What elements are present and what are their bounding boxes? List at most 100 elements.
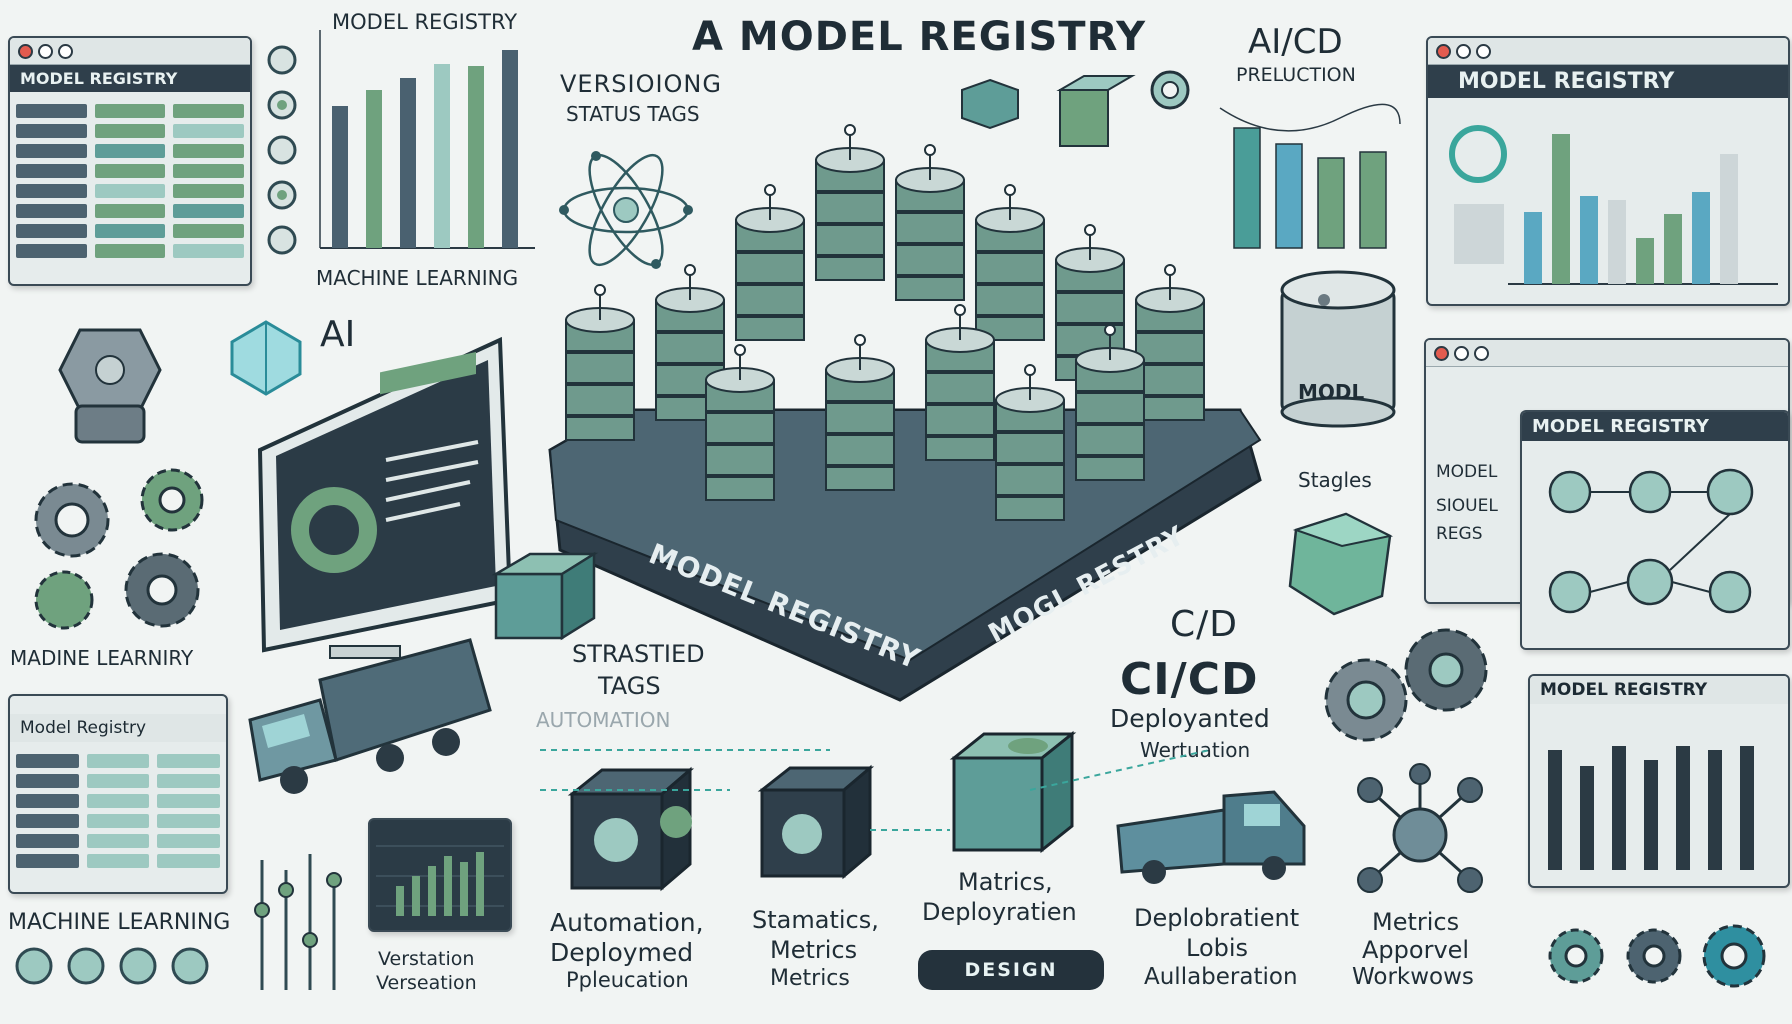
- col1-line1: Automation,: [550, 908, 704, 937]
- monitor-display: [257, 336, 513, 659]
- ai-label: AI: [320, 314, 356, 355]
- bar: [1580, 766, 1594, 870]
- table-row[interactable]: [16, 204, 245, 218]
- table-row[interactable]: [16, 774, 221, 788]
- bar: [1636, 238, 1654, 284]
- bar: [1676, 746, 1690, 870]
- hex-icons-top: [961, 70, 1190, 147]
- bar: [1548, 750, 1562, 870]
- bar: [1608, 200, 1626, 284]
- window-title: MODEL REGISTRY: [1428, 65, 1788, 98]
- small-chart: [376, 845, 504, 916]
- bar: [1720, 154, 1738, 284]
- version-sliders: [254, 854, 342, 990]
- table-row[interactable]: [16, 184, 245, 198]
- window-bar-chart: [1449, 125, 1778, 285]
- aicd-bar-chart: [1219, 103, 1401, 249]
- bar: [1552, 134, 1570, 284]
- window-controls[interactable]: [1436, 44, 1496, 63]
- model-cylinder: [565, 284, 635, 441]
- bar: [366, 90, 382, 248]
- bar: [1612, 746, 1626, 870]
- col2-line1: Stamatics,: [752, 906, 879, 934]
- bar: [1275, 143, 1303, 249]
- top-right-registry-window: MODEL REGISTRY: [1426, 36, 1790, 306]
- versation-label-1: Verstation: [378, 948, 475, 970]
- table-row[interactable]: [16, 754, 221, 768]
- cicd-small-label: C/D: [1170, 604, 1238, 645]
- table-row[interactable]: [16, 164, 245, 178]
- bar: [1580, 196, 1598, 284]
- col4-line2: Lobis: [1186, 934, 1249, 962]
- wertuation-label: Wertuation: [1140, 738, 1251, 762]
- bar: [502, 50, 518, 248]
- side-label-siouel: SIOUEL: [1436, 496, 1498, 516]
- table-row[interactable]: [16, 224, 245, 238]
- bottom-left-registry-window: Model Registry: [8, 694, 228, 894]
- col2-line2: Metrics: [770, 936, 858, 964]
- page-title: A MODEL REGISTRY: [692, 14, 1147, 60]
- delivery-truck-icon: [248, 638, 492, 794]
- ai-robot-icon: [58, 328, 162, 444]
- crystal-icon: [1288, 512, 1394, 616]
- stagles-label: Stagles: [1298, 468, 1372, 492]
- window-titlebar: [1428, 38, 1788, 65]
- window-controls[interactable]: [1434, 346, 1494, 365]
- window-title: MODEL REGISTRY: [1522, 412, 1788, 441]
- table-row[interactable]: [16, 144, 245, 158]
- gears-bottom-right: [1548, 924, 1766, 988]
- window-controls[interactable]: [18, 44, 78, 63]
- registry-table: [10, 742, 226, 880]
- model-cylinder: [825, 334, 895, 491]
- statistics-cube-icon: [757, 764, 875, 880]
- window-title: Model Registry: [10, 714, 226, 742]
- versioning-label: VERSIOIONG: [560, 70, 722, 98]
- window-title: MODEL REGISTRY: [10, 65, 250, 92]
- bar: [468, 66, 484, 248]
- gears-right: [1324, 628, 1488, 742]
- bar: [1644, 760, 1658, 870]
- registry-table: [10, 92, 250, 270]
- madine-learniry-label: MADINE LEARNIRY: [10, 646, 194, 670]
- col1-line3: Ppleucation: [566, 968, 689, 992]
- col5-line2: Apporvel: [1362, 936, 1470, 964]
- table-row[interactable]: [16, 244, 245, 258]
- status-dots-column: [267, 45, 297, 255]
- table-row[interactable]: [16, 124, 245, 138]
- connector-lines: [540, 749, 1211, 831]
- model-cylinder: [735, 184, 805, 341]
- small-cube-icon: [491, 551, 599, 641]
- design-button[interactable]: DESIGN: [918, 950, 1104, 990]
- bottom-right-bar-chart: [1548, 746, 1754, 870]
- model-barrel-label: MODL: [1298, 380, 1365, 404]
- model-cylinder: [995, 364, 1065, 521]
- small-chart-window: [368, 818, 512, 932]
- col3-line2: Deployratien: [922, 898, 1077, 926]
- status-tags-label: STATUS TAGS: [566, 102, 700, 126]
- table-row[interactable]: [16, 834, 221, 848]
- aicd-label: AI/CD: [1248, 22, 1343, 62]
- ai-crystal-icon: [230, 320, 302, 396]
- bottom-right-registry-window: MODEL REGISTRY: [1528, 674, 1790, 888]
- model-registry-label-top: MODEL REGISTRY: [332, 10, 518, 34]
- cicd-big-label: CI/CD: [1120, 654, 1259, 705]
- window-title: MODEL REGISTRY: [1530, 676, 1788, 704]
- window-titlebar: [10, 38, 250, 65]
- window-titlebar: [1426, 340, 1788, 367]
- table-row[interactable]: [16, 854, 221, 868]
- side-label-model: MODEL: [1436, 462, 1498, 482]
- table-row[interactable]: [16, 794, 221, 808]
- versation-label-2: Verseation: [376, 972, 477, 994]
- bar: [332, 106, 348, 248]
- gear-network-diagram: [1548, 468, 1754, 614]
- status-dots-row: [15, 947, 209, 985]
- strasted-label: STRASTIED: [572, 640, 705, 668]
- col4-line1: Deplobratient: [1134, 904, 1300, 932]
- deployanted-label: Deployanted: [1110, 704, 1270, 733]
- machine-learning-label-top: MACHINE LEARNING: [316, 266, 519, 290]
- model-cylinder: [1135, 264, 1205, 421]
- table-row[interactable]: [16, 814, 221, 828]
- table-row[interactable]: [16, 104, 245, 118]
- tags-label: TAGS: [598, 672, 661, 700]
- pickup-truck-icon: [1116, 790, 1306, 884]
